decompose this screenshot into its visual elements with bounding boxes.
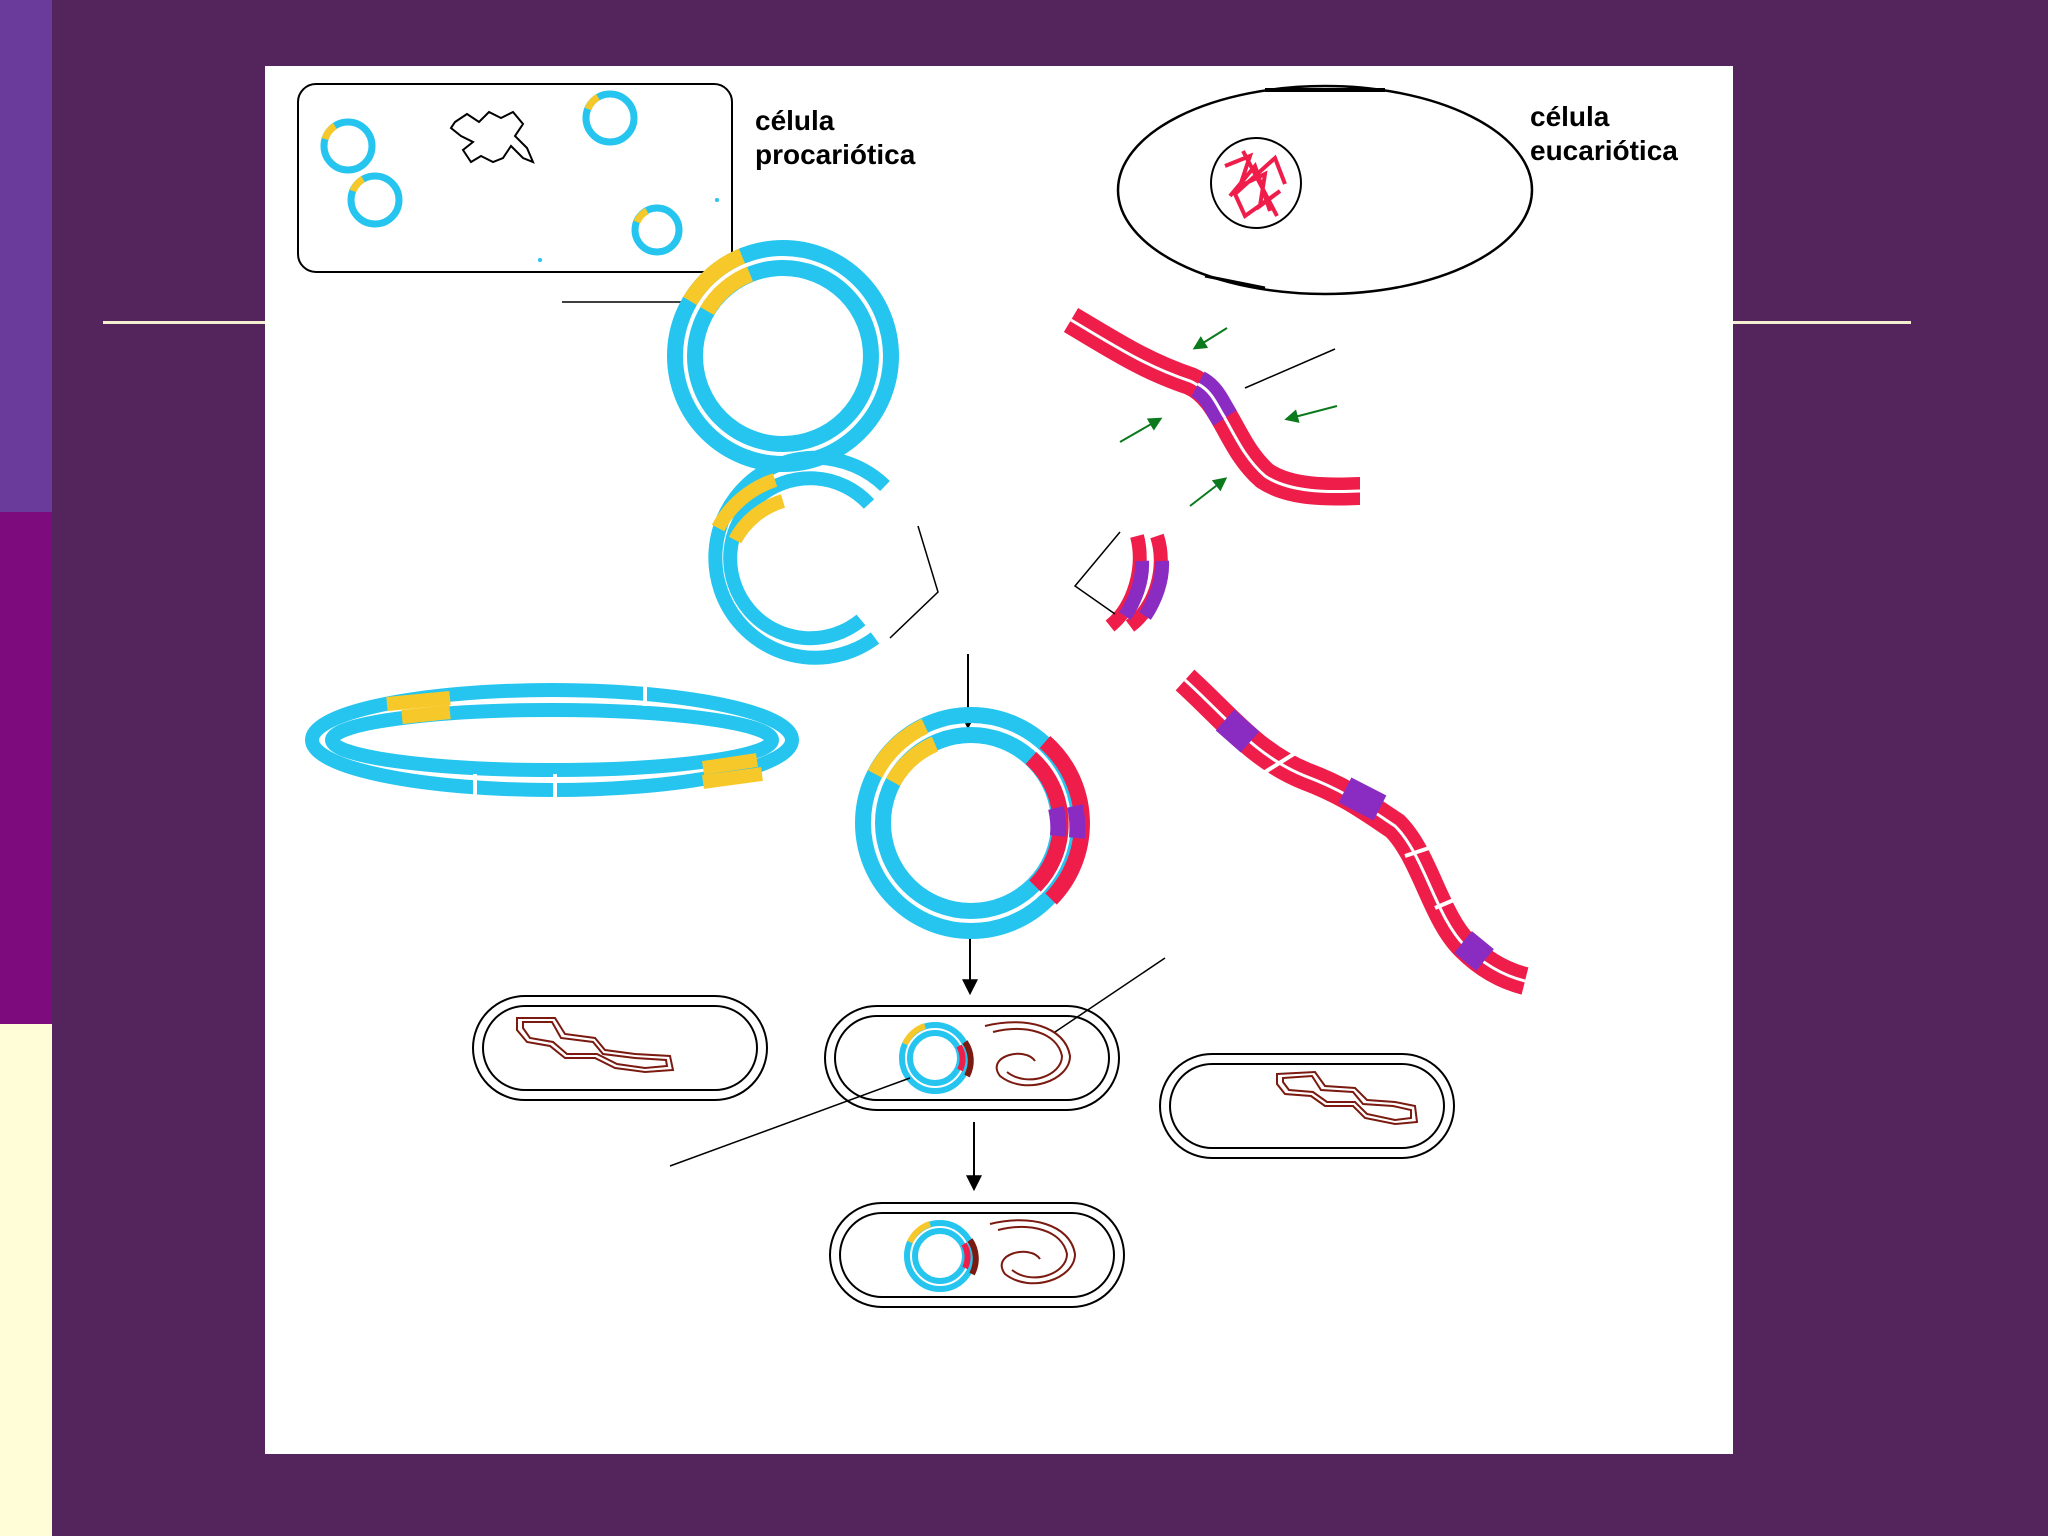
small-plasmid [320,118,376,174]
label-eukaryotic-cell: célula eucariótica [1530,101,1678,166]
transformed-bacterium [669,957,1166,1167]
restriction-arrow [1189,477,1228,507]
recombinant-dna-diagram: célula procariótica célula eucariótica [265,66,1733,1454]
restriction-arrow [1284,405,1338,423]
recombinant-plasmid [855,707,1090,939]
bacterial-chromosome [1276,1070,1419,1126]
restriction-arrow [1192,327,1228,350]
label-prokaryotic-cell: célula procariótica [755,105,916,170]
bacterium [1159,1053,1455,1159]
prokaryotic-cell [297,83,733,273]
small-plasmid [631,204,683,256]
large-plasmid [667,240,899,472]
small-plasmid [347,172,403,228]
fragmented-eukaryotic-dna [1175,669,1529,995]
cut-plasmid [708,450,939,665]
dot [538,258,542,262]
eukaryotic-cell [1116,84,1534,296]
open-plasmid [305,682,799,800]
diagram-canvas [297,83,1534,1308]
bacterial-chromosome [516,1017,675,1074]
pointer-line [1073,531,1121,615]
pointer-line [889,525,939,639]
bacterial-chromosome [984,1021,1072,1087]
dot [715,198,719,202]
pointer-line [1054,957,1166,1033]
nucleus [1210,137,1302,229]
bacterial-chromosome [989,1219,1077,1285]
title-rule-left [103,321,265,324]
eukaryotic-dna-strand [1063,307,1361,507]
restriction-arrow [1119,417,1163,443]
daughter-bacterium [829,1202,1125,1308]
side-band-top [0,0,52,512]
pointer-line [669,1077,911,1167]
side-band-middle [0,512,52,1024]
bacterial-chromosome [449,110,535,164]
bacterium [472,995,768,1101]
small-plasmid [582,90,638,146]
gene-fragment [1073,531,1170,632]
side-band-bottom [0,1024,52,1536]
pointer-line [1244,348,1336,389]
title-rule-right [1733,321,1911,324]
